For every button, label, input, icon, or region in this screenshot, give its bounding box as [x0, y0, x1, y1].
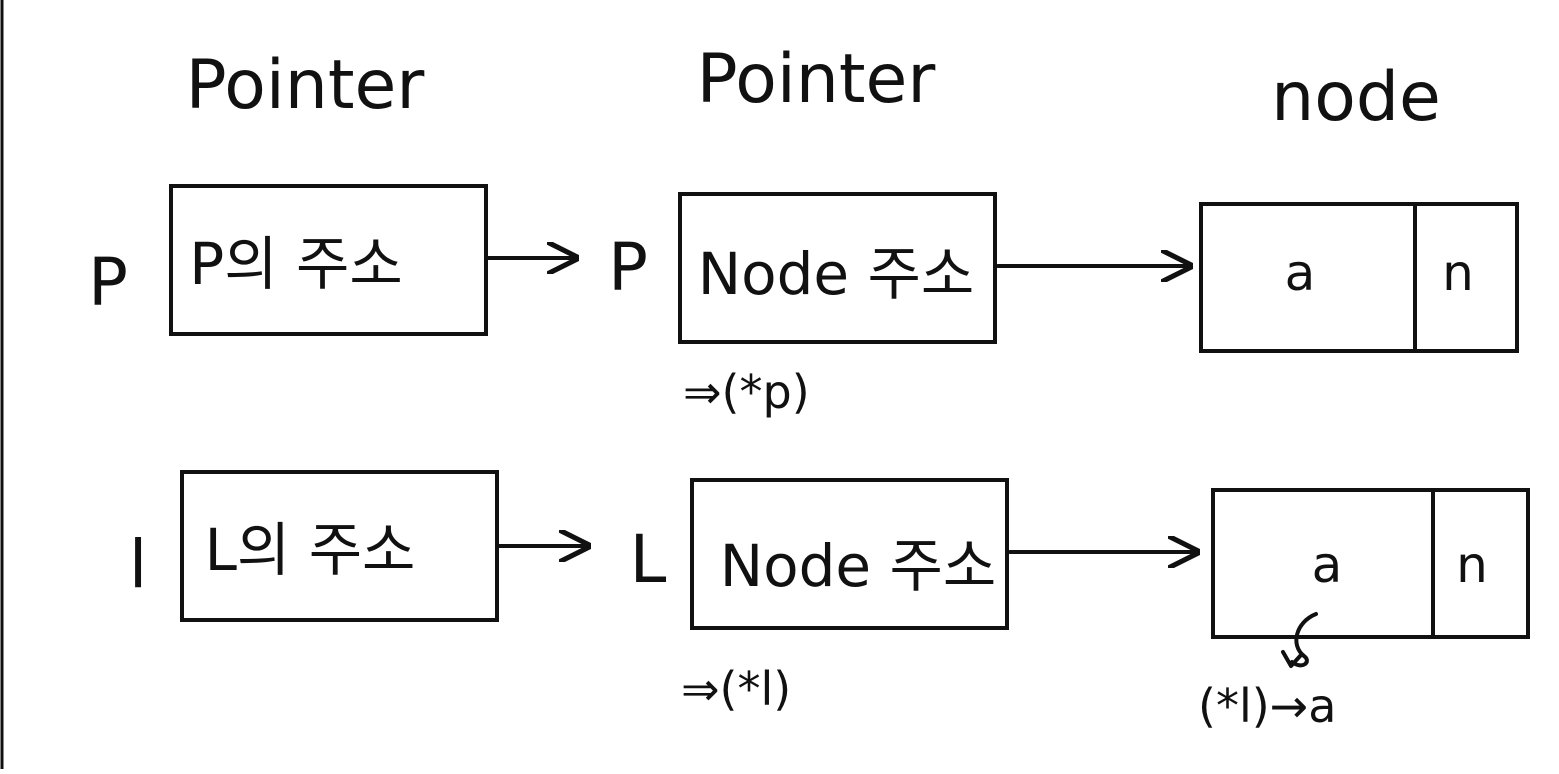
- var-p-left: P: [88, 244, 128, 321]
- note-deref-p: ⇒(*p): [683, 365, 810, 419]
- header-pointer-2: Pointer: [697, 40, 936, 119]
- node-p-next: n: [1442, 244, 1474, 302]
- box-p-address-label: P의 주소: [189, 230, 403, 298]
- header-node: node: [1271, 58, 1441, 137]
- row-p: P P의 주소 P Node 주소 ⇒(*p) a n: [88, 184, 1519, 419]
- box-p-node-address: [678, 192, 997, 344]
- box-l-address: [180, 470, 499, 622]
- node-l-data: a: [1312, 536, 1343, 594]
- box-l-node-address: [690, 478, 1009, 630]
- header-pointer-1: Pointer: [186, 46, 425, 125]
- node-p-data: a: [1285, 244, 1316, 302]
- node-l-next: n: [1456, 536, 1488, 594]
- node-p-next-cell: [1413, 202, 1519, 353]
- row-l: l L의 주소 L Node 주소 ⇒(*l) a n (*l)→a: [129, 470, 1530, 733]
- node-p-data-cell: [1199, 202, 1417, 353]
- var-p-mid: P: [608, 229, 648, 306]
- arrow-member-access-head: [1281, 650, 1303, 668]
- arrow-member-access: [1290, 612, 1318, 668]
- node-l-next-cell: [1431, 488, 1530, 639]
- box-p-node-address-label: Node 주소: [698, 240, 975, 308]
- box-l-address-label: L의 주소: [205, 516, 416, 584]
- note-member-access: (*l)→a: [1198, 679, 1336, 733]
- note-deref-l: ⇒(*l): [681, 662, 791, 716]
- var-l-left: l: [129, 526, 147, 603]
- box-l-node-address-label: Node 주소: [720, 532, 997, 600]
- node-l-data-cell: [1211, 488, 1435, 639]
- var-l-mid: L: [630, 521, 667, 598]
- box-p-address: [169, 184, 488, 336]
